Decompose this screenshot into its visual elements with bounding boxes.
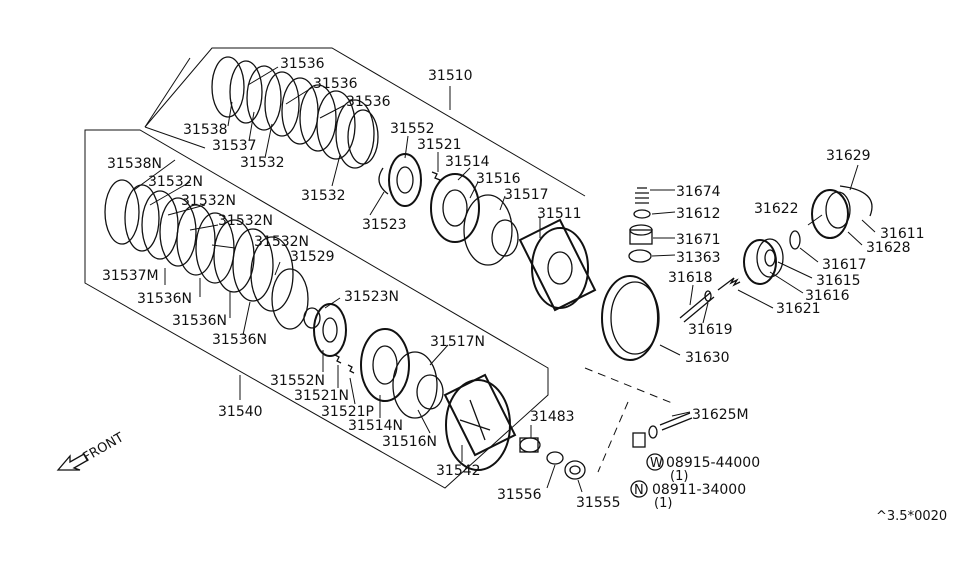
- label-31532N-b: 31532N: [181, 193, 236, 209]
- label-31616: 31616: [805, 288, 850, 304]
- washer-part-number: 08915-44000: [666, 455, 760, 471]
- label-31621: 31621: [776, 301, 821, 317]
- label-31537M: 31537M: [102, 268, 159, 284]
- label-31532-b: 31532: [301, 188, 346, 204]
- label-31536N-b: 31536N: [172, 313, 227, 329]
- part-labels: 31536 31536 31536 31510 31538 31537 3153…: [102, 56, 925, 511]
- servo-piston-group: [743, 185, 873, 285]
- label-31556: 31556: [497, 487, 542, 503]
- label-31625M: 31625M: [692, 407, 749, 423]
- label-31671: 31671: [676, 232, 721, 248]
- nut-symbol: N: [634, 483, 644, 498]
- label-31615: 31615: [816, 273, 861, 289]
- washer-callout: W 08915-44000 (1): [646, 453, 760, 484]
- lower-small-parts: [519, 412, 693, 480]
- label-31510: 31510: [428, 68, 473, 84]
- label-31521: 31521: [417, 137, 462, 153]
- label-31363: 31363: [676, 250, 721, 266]
- label-31523: 31523: [362, 217, 407, 233]
- upper-assembly-frame: [144, 47, 586, 197]
- upper-piston: [430, 173, 519, 266]
- label-31536N-a: 31536N: [137, 291, 192, 307]
- servo-rod: [679, 277, 741, 323]
- label-31483: 31483: [530, 409, 575, 425]
- nut-quantity: (1): [654, 496, 672, 511]
- label-31511: 31511: [537, 206, 582, 222]
- washer-quantity: (1): [670, 469, 688, 484]
- label-31529: 31529: [290, 249, 335, 265]
- lower-piston: [360, 328, 444, 419]
- nut-part-number: 08911-34000: [652, 482, 746, 498]
- label-31619: 31619: [688, 322, 733, 338]
- label-31617: 31617: [822, 257, 867, 273]
- label-31628: 31628: [866, 240, 911, 256]
- label-31630: 31630: [685, 350, 730, 366]
- label-31540: 31540: [218, 404, 263, 420]
- label-31622: 31622: [754, 201, 799, 217]
- label-31532N-d: 31532N: [254, 234, 309, 250]
- washer-symbol: W: [650, 456, 663, 471]
- label-31611: 31611: [880, 226, 925, 242]
- label-31516: 31516: [476, 171, 521, 187]
- label-31532-a: 31532: [240, 155, 285, 171]
- label-31536-b: 31536: [313, 76, 358, 92]
- front-arrow: [56, 453, 89, 471]
- label-31536-a: 31536: [280, 56, 325, 72]
- lower-retainer-spring: [303, 303, 355, 374]
- label-31517N: 31517N: [430, 334, 485, 350]
- brake-band: [601, 275, 660, 361]
- label-31532N-c: 31532N: [218, 213, 273, 229]
- label-31521P: 31521P: [321, 404, 374, 420]
- label-31536-c: 31536: [346, 94, 391, 110]
- label-31514: 31514: [445, 154, 490, 170]
- dashed-leader-lines: [584, 367, 673, 473]
- lower-drum: [443, 373, 517, 471]
- leader-lines: [133, 66, 876, 493]
- upper-retainer-spring: [378, 153, 441, 207]
- label-31523N: 31523N: [344, 289, 399, 305]
- catalog-code: ^3.5*0020: [876, 509, 947, 524]
- label-31517: 31517: [504, 187, 549, 203]
- lower-assembly-frame: [84, 129, 549, 489]
- label-31538: 31538: [183, 122, 228, 138]
- front-label: FRONT: [81, 430, 127, 465]
- label-31552N: 31552N: [270, 373, 325, 389]
- label-31552: 31552: [390, 121, 435, 137]
- label-31618: 31618: [668, 270, 713, 286]
- label-31629: 31629: [826, 148, 871, 164]
- label-31542: 31542: [436, 463, 481, 479]
- upper-clutch-plates: [211, 56, 379, 169]
- label-31674: 31674: [676, 184, 721, 200]
- upper-drum: [518, 218, 597, 312]
- label-31612: 31612: [676, 206, 721, 222]
- label-31514N: 31514N: [348, 418, 403, 434]
- servo-valve-stack: [628, 187, 653, 263]
- label-31538N: 31538N: [107, 156, 162, 172]
- nut-callout: N 08911-34000 (1): [630, 480, 746, 511]
- label-31537: 31537: [212, 138, 257, 154]
- label-31516N: 31516N: [382, 434, 437, 450]
- label-31532N-a: 31532N: [148, 174, 203, 190]
- label-31555: 31555: [576, 495, 621, 511]
- label-31521N: 31521N: [294, 388, 349, 404]
- label-31536N-c: 31536N: [212, 332, 267, 348]
